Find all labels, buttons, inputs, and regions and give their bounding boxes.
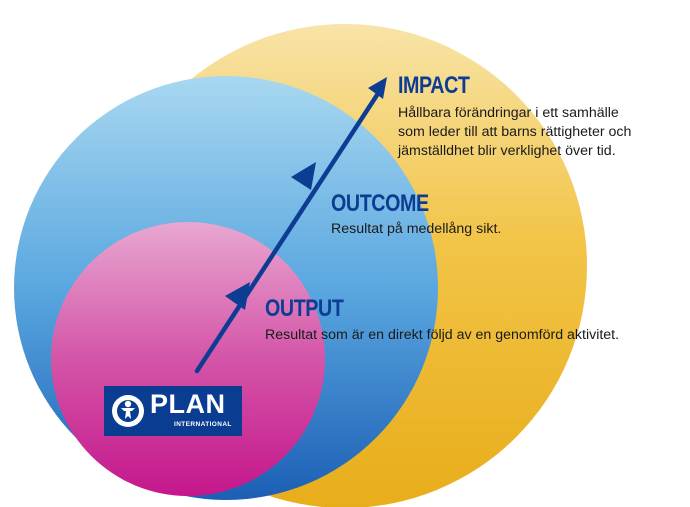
outcome-description: Resultat på medellång sikt. [331, 220, 501, 239]
outcome-heading: OUTCOME [331, 190, 429, 217]
impact-description-line: som leder till att barns rättigheter och [398, 124, 632, 140]
plan-logo-subtitle: INTERNATIONAL [174, 421, 232, 428]
output-description-line: Resultat som är en direkt följd av en ge… [265, 327, 620, 343]
plan-logo-wordmark: PLAN [150, 389, 226, 419]
arrow-shaft-impact [194, 89, 382, 374]
output-description: Resultat som är en direkt följd av en ge… [265, 326, 619, 345]
impact-description-line: jämställdhet blir verklighet över tid. [398, 143, 616, 159]
impact-heading: IMPACT [398, 72, 470, 99]
outcome-description-line: Resultat på medellång sikt. [331, 221, 502, 237]
arrowhead-impact [368, 77, 387, 99]
impact-description: Hållbara förändringar i ett samhälle som… [398, 104, 631, 161]
arrowhead-outcome [291, 162, 316, 190]
arrowhead-output [225, 282, 250, 310]
output-circle [51, 222, 325, 496]
impact-description-line: Hållbara förändringar i ett samhälle [398, 105, 619, 121]
plan-globe-child-icon [112, 395, 144, 427]
progression-arrow [194, 77, 387, 374]
output-heading: OUTPUT [265, 295, 344, 322]
plan-international-logo: PLAN INTERNATIONAL [104, 386, 242, 436]
